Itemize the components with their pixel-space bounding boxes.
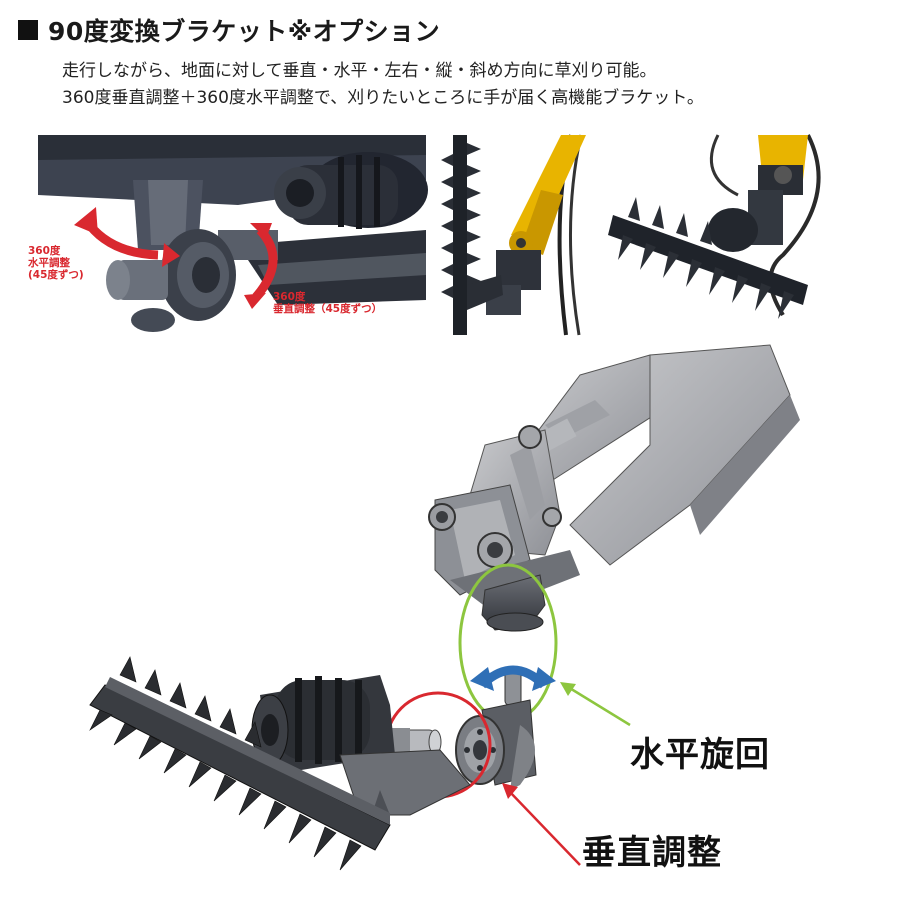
bracket-diagram: 水平旋回 垂直調整 xyxy=(89,344,900,900)
section-heading: 90度変換ブラケット※オプション xyxy=(18,12,440,48)
square-bullet-icon xyxy=(18,20,38,40)
bracket-diagram-illustration xyxy=(89,344,800,871)
description-line-1: 走行しながら、地面に対して垂直・水平・左右・縦・斜め方向に草刈り可能。 xyxy=(62,61,657,81)
horizontal-adjust-label-line-3: (45度ずつ) xyxy=(28,269,84,281)
horizontal-cutting-photo xyxy=(608,134,823,335)
bracket-closeup-photo: 360度 水平調整 (45度ずつ) 360度 垂直調整（45度ずつ） xyxy=(28,135,428,335)
page-title: 90度変換ブラケット※オプション xyxy=(48,17,441,46)
horizontal-adjust-label: 360度 水平調整 (45度ずつ) xyxy=(28,245,84,281)
vertical-adjust-label: 360度 垂直調整（45度ずつ） xyxy=(273,291,382,315)
vertical-adjust-label-line-1: 360度 xyxy=(273,291,306,303)
horizontal-adjust-label-line-2: 水平調整 xyxy=(28,257,70,269)
description-line-2: 360度垂直調整＋360度水平調整で、刈りたいところに手が届く高機能ブラケット。 xyxy=(62,88,704,108)
vertical-adjust-label-line-2: 垂直調整（45度ずつ） xyxy=(273,303,383,315)
horizontal-adjust-label-line-1: 360度 xyxy=(28,245,61,257)
vertical-adjust-callout: 垂直調整 xyxy=(582,833,722,873)
horizontal-swivel-callout: 水平旋回 xyxy=(630,735,770,775)
vertical-cutting-photo xyxy=(441,134,596,336)
description: 走行しながら、地面に対して垂直・水平・左右・縦・斜め方向に草刈り可能。 360度… xyxy=(62,58,704,112)
